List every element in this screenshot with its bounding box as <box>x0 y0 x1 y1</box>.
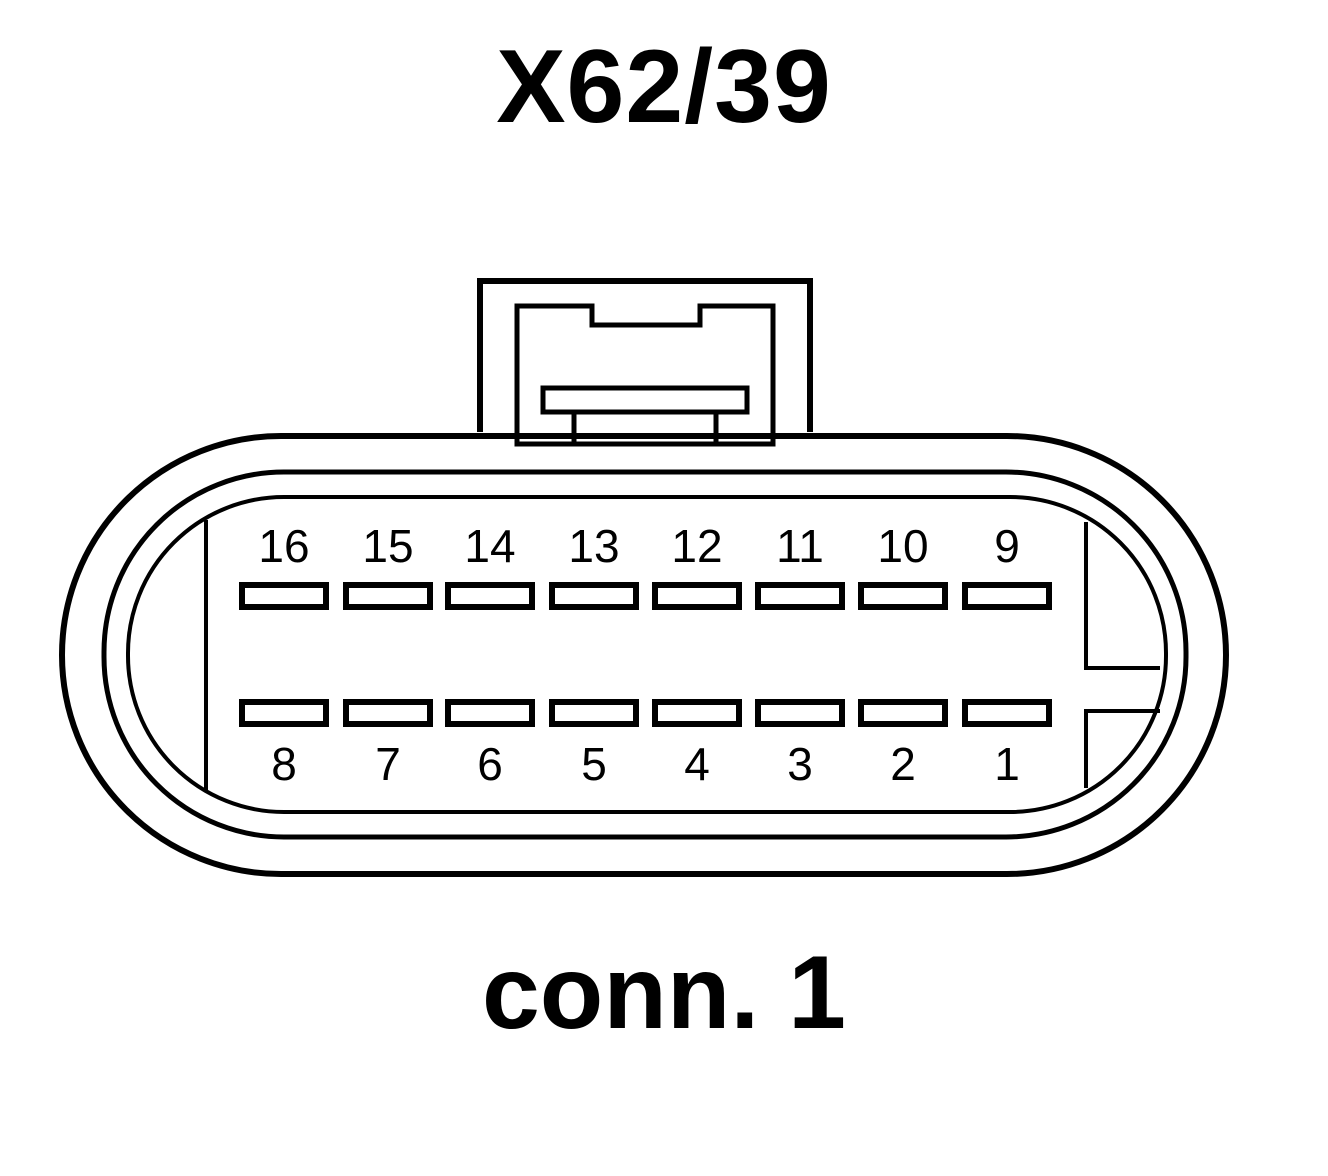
pin-14-terminal <box>445 582 535 610</box>
pin-10-label: 10 <box>877 520 928 572</box>
pin-1-label: 1 <box>994 738 1020 790</box>
pin-field: 16 15 14 13 12 11 10 9 8 7 6 5 4 3 2 1 <box>239 520 1052 790</box>
pin-16-terminal <box>239 582 329 610</box>
pin-3-label: 3 <box>787 738 813 790</box>
pin-7-label: 7 <box>375 738 401 790</box>
connector-housing <box>59 278 1229 877</box>
pin-6-terminal <box>445 699 535 727</box>
pin-12-label: 12 <box>671 520 722 572</box>
pin-15-terminal <box>343 582 433 610</box>
pin-16-label: 16 <box>258 520 309 572</box>
pin-12-terminal <box>652 582 742 610</box>
pin-7-terminal <box>343 699 433 727</box>
connector-caption: conn. 1 <box>481 935 847 1051</box>
housing-outer-shell <box>59 433 1229 877</box>
pin-4-label: 4 <box>684 738 710 790</box>
lock-tab-inner <box>514 303 776 447</box>
pin-9-label: 9 <box>994 520 1020 572</box>
pin-6-label: 6 <box>477 738 503 790</box>
pin-11-label: 11 <box>776 520 824 572</box>
pin-2-terminal <box>858 699 948 727</box>
pin-11-terminal <box>755 582 845 610</box>
pin-15-label: 15 <box>362 520 413 572</box>
connector-title: X62/39 <box>496 29 832 145</box>
pin-9-terminal <box>962 582 1052 610</box>
housing-inner-wall <box>126 495 1168 814</box>
pin-8-terminal <box>239 699 329 727</box>
right-key-slot <box>1084 522 1160 788</box>
pin-4-terminal <box>652 699 742 727</box>
pin-1-terminal <box>962 699 1052 727</box>
pin-5-label: 5 <box>581 738 607 790</box>
pin-14-label: 14 <box>464 520 515 572</box>
pin-3-terminal <box>755 699 845 727</box>
lock-tab-outer <box>477 278 813 432</box>
lock-latch-bar <box>540 385 750 415</box>
pin-5-terminal <box>549 699 639 727</box>
pin-13-terminal <box>549 582 639 610</box>
pin-2-label: 2 <box>890 738 916 790</box>
housing-middle-wall <box>101 469 1189 840</box>
pin-8-label: 8 <box>271 738 297 790</box>
pin-10-terminal <box>858 582 948 610</box>
pin-13-label: 13 <box>568 520 619 572</box>
